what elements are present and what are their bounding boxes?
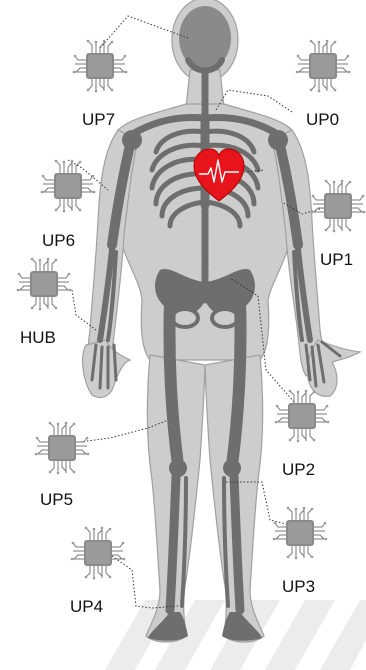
up6-chip-icon [40, 158, 96, 214]
label-up4: UP4 [70, 598, 103, 615]
label-hub: HUB [20, 329, 56, 346]
up0-chip-icon [295, 38, 351, 94]
up2-chip-icon [274, 388, 330, 444]
label-up2: UP2 [282, 461, 315, 478]
up4-chip-icon [70, 525, 126, 581]
label-up3: UP3 [282, 578, 315, 595]
up3-chip-icon [272, 505, 328, 561]
connector-up2 [230, 278, 294, 402]
up5-chip-icon [34, 420, 90, 476]
connector-heart [244, 170, 265, 172]
label-up6: UP6 [42, 232, 75, 249]
label-up0: UP0 [306, 111, 339, 128]
up1-chip-icon [310, 178, 366, 234]
label-up1: UP1 [320, 251, 353, 268]
connector-up0 [216, 90, 292, 112]
label-up7: UP7 [82, 111, 115, 128]
label-up5: UP5 [40, 491, 73, 508]
up7-chip-icon [72, 38, 128, 94]
connector-up5 [80, 420, 168, 442]
hub-chip-icon [16, 256, 72, 312]
